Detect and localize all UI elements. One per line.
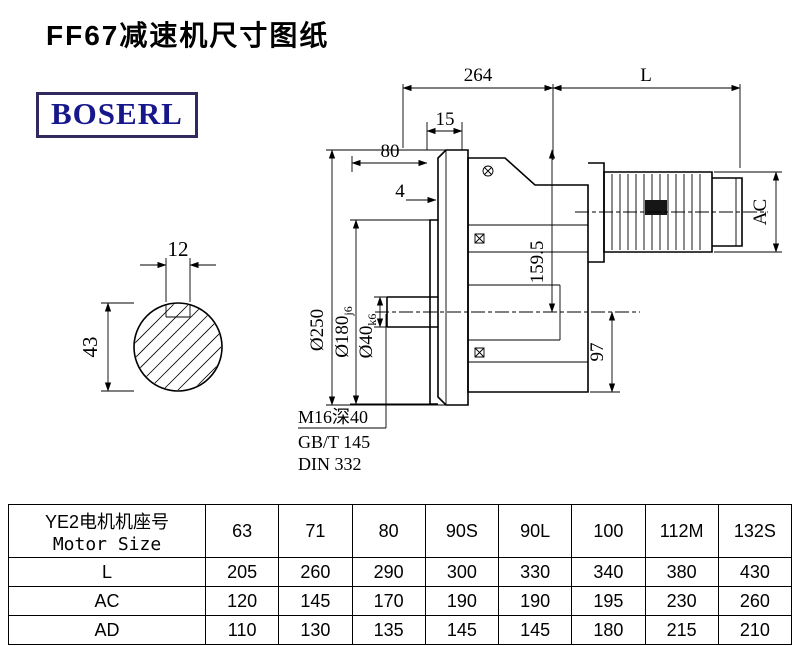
col-header: 90S [424,504,500,558]
motor-body [603,171,713,253]
dim-97: 97 [587,343,608,362]
dim-264: 264 [464,65,493,86]
spec-table: YE2电机机座号 Motor Size 63 71 80 90S 90L 100… [8,504,793,645]
header-row: YE2电机机座号 Motor Size 63 71 80 90S 90L 100… [8,504,793,558]
header-cn: YE2电机机座号 [44,511,170,532]
col-header: 132S [717,504,793,558]
value-cell: 190 [497,586,573,616]
value-cell: 230 [644,586,719,616]
value-cell: 195 [571,586,646,616]
row-label: L [8,557,206,587]
fan-cover [712,177,743,247]
mounting-flange [437,149,469,406]
value-cell: 120 [204,586,280,616]
shaft-hatching [135,304,221,390]
motor-nameplate [645,200,667,215]
col-header: 80 [351,504,426,558]
value-cell: 170 [351,586,426,616]
dim-4: 4 [395,181,405,202]
value-cell: 260 [717,586,793,616]
value-cell: 145 [278,586,353,616]
col-header: 112M [644,504,719,558]
col-header: 100 [571,504,646,558]
value-cell: 215 [644,615,719,645]
dim-80: 80 [381,141,400,162]
housing-ribs [468,224,588,363]
note-m16: M16深40 [298,407,368,427]
dim-L: L [640,65,652,86]
value-cell: 210 [717,615,793,645]
keyway [165,304,191,318]
dimension-lines: 264 L 15 80 4 AC 159.5 97 12 43 Ø250 Ø18… [78,65,782,474]
value-cell: 205 [204,557,280,587]
reducer-side-view [375,149,768,406]
value-cell: 340 [571,557,646,587]
value-cell: 145 [424,615,500,645]
bolt-mark-icon [474,347,485,358]
motor-adapter [588,162,605,263]
value-cell: 145 [497,615,573,645]
eye-plug-icon [482,165,494,177]
value-cell: 110 [204,615,280,645]
dim-159-5: 159.5 [527,241,548,284]
gearbox-housing [467,157,589,393]
page-title: FF67减速机尺寸图纸 [46,20,330,51]
value-cell: 330 [497,557,573,587]
table-row-AD: AD 110 130 135 145 145 180 215 210 [8,615,793,645]
shaft-circle [133,302,223,392]
brand-text: BOSERL [51,96,183,131]
shaft-end-view [133,302,223,392]
note-leader [298,314,387,429]
header-en: Motor Size [52,533,162,555]
row-label: AD [8,615,206,645]
value-cell: 180 [571,615,646,645]
dim-43: 43 [78,337,102,358]
value-cell: 190 [424,586,500,616]
value-cell: 135 [351,615,426,645]
value-cell: 130 [278,615,353,645]
row-label: AC [8,586,206,616]
note-gbt: GB/T 145 [298,432,370,452]
value-cell: 290 [351,557,426,587]
table-row-AC: AC 120 145 170 190 190 195 230 260 [8,586,793,616]
value-cell: 300 [424,557,500,587]
dim-12: 12 [168,237,189,261]
col-header: 63 [204,504,280,558]
dim-15: 15 [436,109,455,130]
value-cell: 380 [644,557,719,587]
bolt-mark-icon [474,233,485,244]
dim-dia-180: Ø180j6 [332,306,355,358]
dim-dia-250: Ø250 [307,309,328,351]
value-cell: 260 [278,557,353,587]
value-cell: 430 [717,557,793,587]
dim-dia-40: Ø40k6 [356,314,379,359]
dim-AC: AC [750,199,771,225]
motor-size-header-cell: YE2电机机座号 Motor Size [8,504,206,558]
brand-logo: BOSERL [36,92,198,138]
col-header: 90L [497,504,573,558]
note-din: DIN 332 [298,454,362,474]
col-header: 71 [278,504,353,558]
table-row-L: L 205 260 290 300 330 340 380 430 [8,557,793,587]
